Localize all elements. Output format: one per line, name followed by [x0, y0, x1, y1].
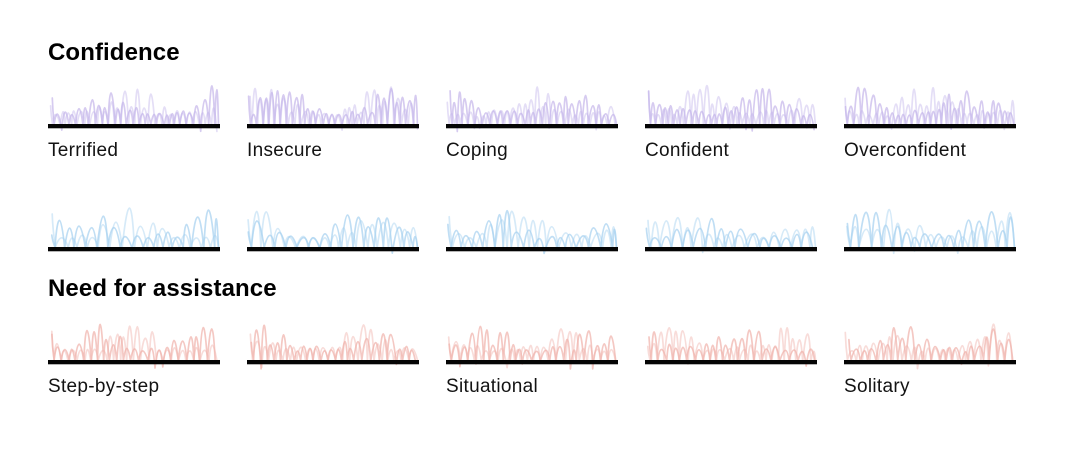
waveform-cell: Insecure: [247, 82, 419, 162]
waveform-cell: Terrified: [48, 82, 220, 162]
waveform-cell: [247, 318, 419, 398]
waveform-cell: Solitary: [844, 318, 1016, 398]
waveform-sparkline: [645, 327, 817, 367]
waveform-cell: [645, 205, 817, 261]
chart-label: Situational: [446, 376, 539, 397]
spectrum-row: [48, 205, 1080, 261]
waveform-sparkline: [645, 216, 817, 254]
waveform-sparkline: [446, 210, 618, 255]
spectrum-row: Step-by-step Situational Solitary: [48, 318, 1080, 398]
chart-label: Insecure: [247, 140, 323, 161]
waveform-sparkline: [247, 210, 419, 254]
chart-baseline: [247, 360, 419, 365]
waveform-sparkline: [48, 85, 220, 133]
waveform-cell: Overconfident: [844, 82, 1016, 162]
chart-baseline: [247, 247, 419, 252]
waveform-cell: Situational: [446, 318, 618, 398]
chart-label: Step-by-step: [48, 376, 160, 397]
chart-label: Coping: [446, 140, 509, 161]
waveform-sparkline: [844, 323, 1016, 370]
spectrum-row: Terrified Insecure Coping Confident Overconf…: [48, 82, 1080, 162]
chart-baseline: [645, 247, 817, 252]
waveform-cell: Confident: [645, 82, 817, 162]
chart-baseline: [844, 360, 1016, 365]
chart-baseline: [446, 360, 618, 365]
waveform-cell: [247, 205, 419, 261]
waveform-cell: Step-by-step: [48, 318, 220, 398]
section-heading: Confidence: [48, 39, 180, 66]
chart-label: Solitary: [844, 376, 910, 397]
chart-baseline: [844, 247, 1016, 252]
waveform-sparkline: [645, 85, 817, 132]
waveform-cell: [645, 318, 817, 398]
chart-baseline: [446, 124, 618, 129]
waveform-sparkline: [247, 86, 419, 131]
waveform-sparkline: [247, 324, 419, 370]
chart-baseline: [645, 360, 817, 365]
waveform-cell: [446, 205, 618, 261]
spectrum-section: [48, 205, 1080, 261]
waveform-sparkline: [48, 323, 220, 369]
waveform-cell: [48, 205, 220, 261]
waveform-sparkline: [844, 86, 1016, 131]
chart-label: Overconfident: [844, 140, 967, 161]
waveform-sparkline: [844, 208, 1016, 255]
chart-baseline: [48, 360, 220, 365]
chart-baseline: [844, 124, 1016, 129]
section-heading: Need for assistance: [48, 275, 277, 302]
chart-baseline: [645, 124, 817, 129]
chart-label: Terrified: [48, 140, 119, 161]
waveform-sparkline: [446, 86, 618, 133]
chart-label: Confident: [645, 140, 730, 161]
chart-baseline: [247, 124, 419, 129]
waveform-cell: [844, 205, 1016, 261]
chart-baseline: [446, 247, 618, 252]
waveform-sparkline: [446, 325, 618, 370]
waveform-cell: Coping: [446, 82, 618, 162]
waveform-sparkline: [48, 207, 220, 252]
chart-baseline: [48, 124, 220, 129]
chart-baseline: [48, 247, 220, 252]
